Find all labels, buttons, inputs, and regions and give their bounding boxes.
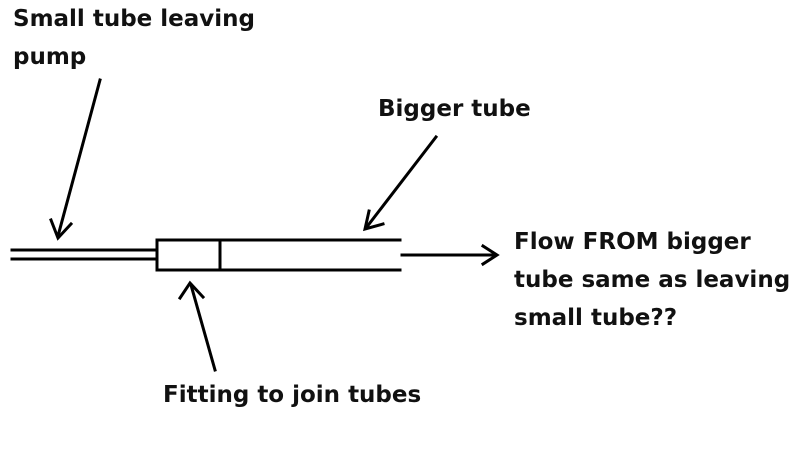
fitting-label: Fitting to join tubes: [163, 376, 421, 414]
bigger-tube-label: Bigger tube: [378, 90, 531, 128]
small-tube-label-line-1: Small tube leaving: [13, 6, 255, 32]
flow-question-line-3: small tube??: [514, 305, 678, 331]
small-tube-label-line-2: pump: [13, 44, 87, 70]
flow-question-line-2: tube same as leaving: [514, 267, 791, 293]
small-tube-pointer-shaft: [56, 78, 102, 238]
bigger-tube-pointer-shaft: [363, 134, 439, 231]
fitting-pointer-head: [177, 280, 206, 301]
flow-arrow-head: [480, 243, 500, 267]
small-tube-pointer-head: [49, 218, 74, 241]
fitting-box: [155, 238, 222, 272]
fitting-pointer-shaft: [189, 283, 217, 372]
flow-question-line-1: Flow FROM bigger: [514, 229, 751, 255]
flow-question-label: Flow FROM bigger tube same as leaving sm…: [514, 223, 790, 337]
small-tube-label: Small tube leaving pump: [13, 0, 255, 76]
bigger-tube-pointer-head: [362, 209, 385, 232]
bigger-tube-label-text: Bigger tube: [378, 96, 531, 122]
fitting-label-text: Fitting to join tubes: [163, 382, 422, 408]
